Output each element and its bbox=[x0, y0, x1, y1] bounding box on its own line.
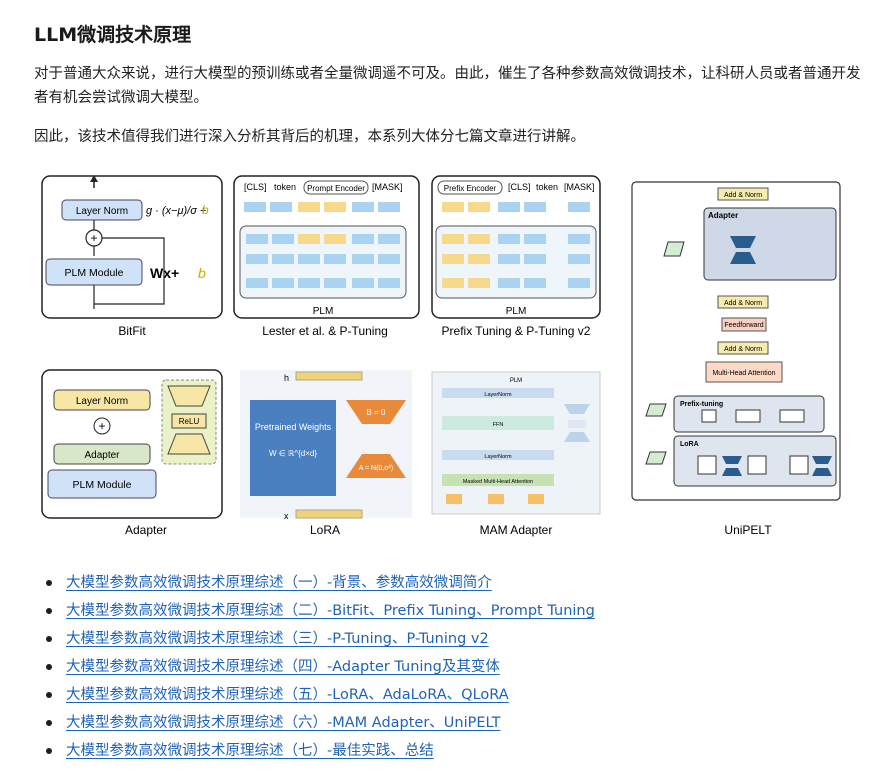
caption-adapter: Adapter bbox=[125, 523, 167, 537]
lora-a-label: A = N(0,σ²) bbox=[359, 465, 393, 472]
list-item: 大模型参数高效微调技术原理综述（五）-LoRA、AdaLoRA、QLoRA bbox=[46, 681, 595, 709]
lora-x-label: x bbox=[284, 511, 289, 521]
adapter-adapter-label: Adapter bbox=[84, 450, 120, 461]
bitfit-layernorm-label: Layer Norm bbox=[76, 206, 128, 217]
bullet bbox=[46, 636, 52, 642]
prefix-plm-label: PLM bbox=[506, 306, 527, 317]
lester-token: token bbox=[274, 182, 296, 192]
intro-paragraph: 对于普通大众来说，进行大模型的预训练或者全量微调遥不可及。由此，催生了各种参数高… bbox=[34, 66, 861, 106]
figure-diagrams: Layer Norm g · (x−μ)/σ + b + PLM Module … bbox=[41, 175, 841, 537]
bitfit-plus: + bbox=[90, 231, 97, 245]
list-item: 大模型参数高效微调技术原理综述（七）-最佳实践、总结 bbox=[46, 737, 595, 765]
unipelt-addnorm-3: Add & Norm bbox=[724, 346, 762, 353]
lora-h-label: h bbox=[284, 373, 289, 383]
series-link-1[interactable]: 大模型参数高效微调技术原理综述（一）-背景、参数高效微调简介 bbox=[66, 575, 492, 591]
adapter-plus: + bbox=[98, 419, 105, 433]
mam-panel: PLM LayerNorm FFN LayerNorm Masked Multi… bbox=[431, 371, 601, 515]
list-item: 大模型参数高效微调技术原理综述（六）-MAM Adapter、UniPELT bbox=[46, 709, 595, 737]
bullet bbox=[46, 692, 52, 698]
caption-lester: Lester et al. & P-Tuning bbox=[262, 324, 388, 338]
lester-cls: [CLS] bbox=[244, 182, 267, 192]
series-link-5[interactable]: 大模型参数高效微调技术原理综述（五）-LoRA、AdaLoRA、QLoRA bbox=[66, 687, 509, 703]
bullet bbox=[46, 580, 52, 586]
series-link-4[interactable]: 大模型参数高效微调技术原理综述（四）-Adapter Tuning及其变体 bbox=[66, 659, 500, 675]
article-series-list: 大模型参数高效微调技术原理综述（一）-背景、参数高效微调简介 大模型参数高效微调… bbox=[46, 569, 595, 765]
list-item: 大模型参数高效微调技术原理综述（二）-BitFit、Prefix Tuning、… bbox=[46, 597, 595, 625]
unipelt-panel: Add & Norm Adapter Add & Norm Feedforwar… bbox=[631, 181, 841, 501]
list-item: 大模型参数高效微调技术原理综述（三）-P-Tuning、P-Tuning v2 bbox=[46, 625, 595, 653]
mam-layernorm-1: LayerNorm bbox=[484, 392, 512, 398]
unipelt-addnorm-2: Add & Norm bbox=[724, 300, 762, 307]
prefix-mask: [MASK] bbox=[564, 182, 595, 192]
adapter-panel: Layer Norm + Adapter PLM Module ReLU bbox=[41, 369, 223, 519]
bitfit-panel: Layer Norm g · (x−μ)/σ + b + PLM Module … bbox=[41, 175, 223, 319]
unipelt-ffn-label: Feedforward bbox=[724, 322, 763, 329]
svg-text:b: b bbox=[202, 203, 209, 217]
list-item: 大模型参数高效微调技术原理综述（一）-背景、参数高效微调简介 bbox=[46, 569, 595, 597]
page-title: LLM微调技术原理 bbox=[34, 24, 192, 46]
series-paragraph: 因此，该技术值得我们进行深入分析其背后的机理，本系列大体分七篇文章进行讲解。 bbox=[34, 129, 585, 145]
unipelt-prefix-label: Prefix-tuning bbox=[680, 401, 723, 408]
series-link-6[interactable]: 大模型参数高效微调技术原理综述（六）-MAM Adapter、UniPELT bbox=[66, 715, 501, 731]
list-item: 大模型参数高效微调技术原理综述（四）-Adapter Tuning及其变体 bbox=[46, 653, 595, 681]
lora-panel: h Pretrained Weights W ∈ ℝ^{d×d} B = 0 A… bbox=[240, 370, 412, 521]
prefix-panel: Prefix Encoder [CLS] token [MASK] PLM bbox=[431, 175, 601, 319]
unipelt-addnorm-1: Add & Norm bbox=[724, 192, 762, 199]
prefix-token: token bbox=[536, 182, 558, 192]
caption-bitfit: BitFit bbox=[118, 324, 146, 338]
lora-b-label: B = 0 bbox=[367, 408, 386, 417]
lester-prompt-encoder: Prompt Encoder bbox=[307, 184, 365, 193]
caption-lora: LoRA bbox=[310, 523, 340, 537]
lora-w-space: W ∈ ℝ^{d×d} bbox=[269, 449, 317, 458]
series-link-7[interactable]: 大模型参数高效微调技术原理综述（七）-最佳实践、总结 bbox=[66, 743, 434, 759]
adapter-plm-label: PLM Module bbox=[73, 479, 132, 491]
bullet bbox=[46, 664, 52, 670]
svg-text:b: b bbox=[198, 265, 206, 281]
lester-plm-label: PLM bbox=[313, 306, 334, 317]
lester-mask: [MASK] bbox=[372, 182, 403, 192]
series-link-3[interactable]: 大模型参数高效微调技术原理综述（三）-P-Tuning、P-Tuning v2 bbox=[66, 631, 489, 647]
peft-methods-figure: Layer Norm g · (x−μ)/σ + b + PLM Module … bbox=[34, 164, 869, 546]
unipelt-adapter-label: Adapter bbox=[708, 211, 738, 220]
bullet bbox=[46, 748, 52, 754]
mam-layernorm-2: LayerNorm bbox=[484, 454, 512, 460]
mam-ffn-label: FFN bbox=[493, 422, 504, 428]
bullet bbox=[46, 608, 52, 614]
unipelt-mha-label: Multi-Head Attention bbox=[712, 370, 775, 377]
prefix-cls: [CLS] bbox=[508, 182, 531, 192]
caption-unipelt: UniPELT bbox=[724, 523, 772, 537]
bitfit-plm-label: PLM Module bbox=[65, 267, 124, 279]
caption-prefix: Prefix Tuning & P-Tuning v2 bbox=[442, 324, 591, 338]
caption-mam: MAM Adapter bbox=[480, 523, 553, 537]
adapter-layernorm-label: Layer Norm bbox=[76, 396, 128, 407]
bullet bbox=[46, 720, 52, 726]
mam-plm-label: PLM bbox=[510, 378, 522, 384]
series-link-2[interactable]: 大模型参数高效微调技术原理综述（二）-BitFit、Prefix Tuning、… bbox=[66, 603, 595, 619]
unipelt-lora-label: LoRA bbox=[680, 441, 699, 448]
lester-panel: [CLS] token Prompt Encoder [MASK] PLM bbox=[233, 175, 420, 319]
adapter-relu-label: ReLU bbox=[179, 417, 200, 426]
mam-mmha-label: Masked Multi-Head Attention bbox=[463, 479, 533, 485]
svg-text:g · (x−μ)/σ +: g · (x−μ)/σ + bbox=[146, 205, 207, 217]
prefix-encoder-label: Prefix Encoder bbox=[444, 184, 497, 193]
lora-pretrained-label: Pretrained Weights bbox=[255, 422, 332, 432]
